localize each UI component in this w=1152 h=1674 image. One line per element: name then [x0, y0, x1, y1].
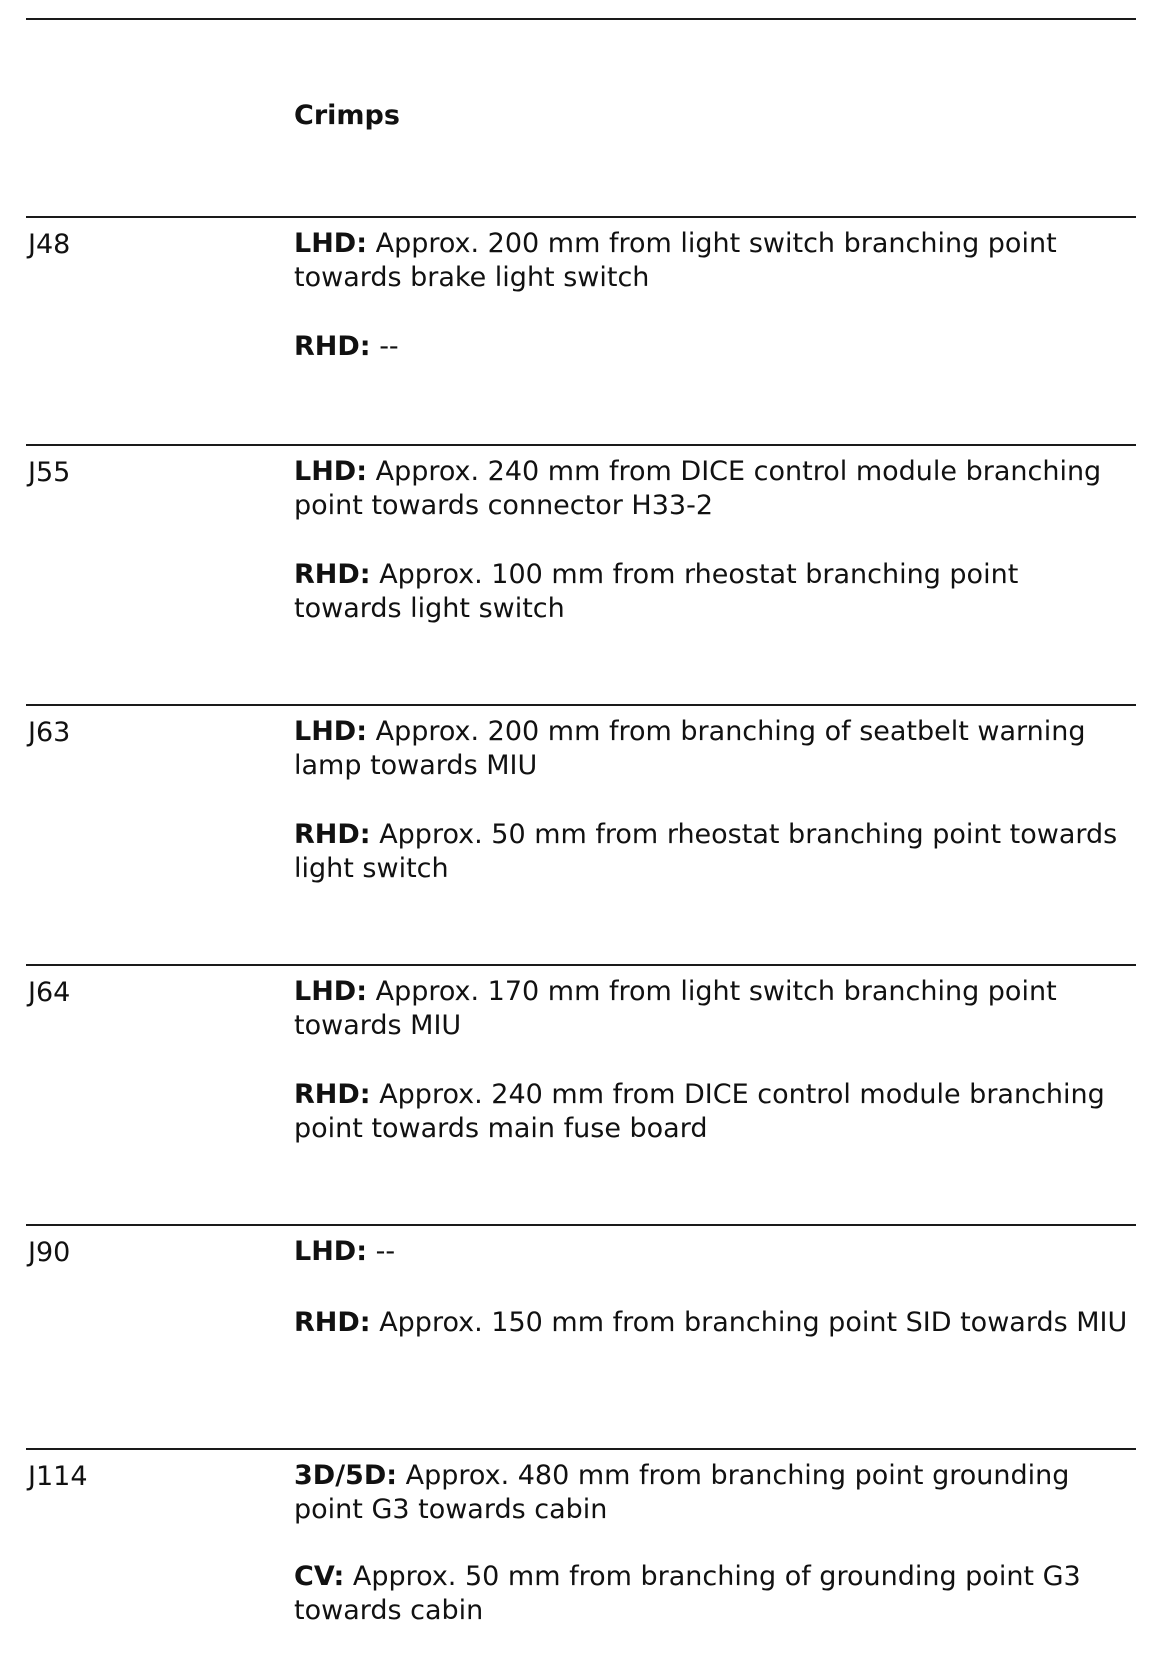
entry-text: Approx. 240 mm from DICE control module … — [294, 456, 1102, 521]
entry-key: RHD: — [294, 559, 371, 590]
entry-key: LHD: — [294, 976, 368, 1007]
connector-code: J114 — [28, 1461, 88, 1492]
row-divider — [26, 704, 1136, 706]
entry-key: RHD: — [294, 1307, 371, 1338]
entry-key: LHD: — [294, 456, 368, 487]
connector-code: J64 — [28, 977, 71, 1008]
rhd-entry: RHD: Approx. 50 mm from rheostat branchi… — [294, 818, 1130, 886]
rhd-entry: RHD: Approx. 240 mm from DICE control mo… — [294, 1078, 1130, 1146]
rhd-entry: RHD: -- — [294, 330, 1130, 364]
row-divider — [26, 1224, 1136, 1226]
top-divider — [26, 18, 1136, 20]
connector-code: J90 — [28, 1237, 71, 1268]
lhd-entry: LHD: Approx. 200 mm from branching of se… — [294, 715, 1130, 783]
row-divider — [26, 1448, 1136, 1450]
lhd-entry: LHD: Approx. 170 mm from light switch br… — [294, 975, 1130, 1043]
connector-code: J48 — [28, 229, 71, 260]
lhd-entry: LHD: Approx. 200 mm from light switch br… — [294, 227, 1130, 295]
entry-key: LHD: — [294, 228, 368, 259]
rhd-entry: RHD: Approx. 150 mm from branching point… — [294, 1306, 1130, 1340]
entry-key: RHD: — [294, 331, 371, 362]
section-title: Crimps — [294, 100, 400, 131]
rhd-entry: RHD: Approx. 100 mm from rheostat branch… — [294, 558, 1130, 626]
variant-cv-entry: CV: Approx. 50 mm from branching of grou… — [294, 1560, 1130, 1628]
entry-key: LHD: — [294, 1236, 368, 1267]
entry-key: RHD: — [294, 1079, 371, 1110]
entry-text: Approx. 170 mm from light switch branchi… — [294, 976, 1057, 1041]
entry-text: -- — [370, 331, 399, 362]
entry-text: Approx. 100 mm from rheostat branching p… — [294, 559, 1019, 624]
entry-key: LHD: — [294, 716, 368, 747]
entry-key: RHD: — [294, 819, 371, 850]
row-divider — [26, 216, 1136, 218]
entry-key: 3D/5D: — [294, 1460, 398, 1491]
entry-key: CV: — [294, 1561, 345, 1592]
lhd-entry: LHD: Approx. 240 mm from DICE control mo… — [294, 455, 1130, 523]
entry-text: Approx. 200 mm from light switch branchi… — [294, 228, 1057, 293]
entry-text: Approx. 50 mm from rheostat branching po… — [294, 819, 1118, 884]
entry-text: Approx. 200 mm from branching of seatbel… — [294, 716, 1086, 781]
variant-3d5d-entry: 3D/5D: Approx. 480 mm from branching poi… — [294, 1459, 1130, 1527]
entry-text: -- — [367, 1236, 396, 1267]
row-divider — [26, 964, 1136, 966]
connector-code: J55 — [28, 457, 71, 488]
entry-text: Approx. 50 mm from branching of groundin… — [294, 1561, 1081, 1626]
entry-text: Approx. 480 mm from branching point grou… — [294, 1460, 1070, 1525]
connector-code: J63 — [28, 717, 71, 748]
entry-text: Approx. 150 mm from branching point SID … — [370, 1307, 1128, 1338]
entry-text: Approx. 240 mm from DICE control module … — [294, 1079, 1105, 1144]
lhd-entry: LHD: -- — [294, 1235, 1130, 1269]
row-divider — [26, 444, 1136, 446]
